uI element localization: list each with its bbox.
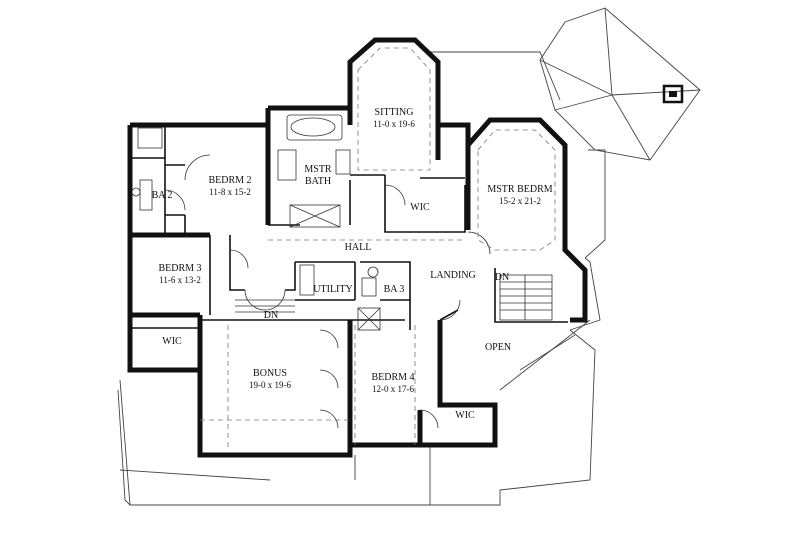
mstr-bedrm-label: MSTR BEDRM	[487, 184, 552, 195]
interior-walls	[130, 125, 466, 370]
hall-label: HALL	[345, 242, 372, 253]
mstr-bath-label-1: MSTR	[304, 164, 332, 175]
landing-label: LANDING	[430, 270, 476, 281]
sitting-label: SITTING	[375, 107, 414, 118]
bonus-label: BONUS	[253, 368, 287, 379]
stair-dn-left-label: DN	[264, 310, 278, 321]
bedrm3-dim: 11-6 x 13-2	[159, 275, 201, 285]
chimney	[662, 84, 684, 104]
wic-bedrm4-label: WIC	[455, 410, 475, 421]
utility-label: UTILITY	[313, 284, 352, 295]
stairs	[235, 274, 553, 321]
bonus-dim: 19-0 x 19-6	[249, 380, 291, 390]
sitting-dim: 11-0 x 19-6	[373, 119, 415, 129]
mstr-bedrm-dim: 15-2 x 21-2	[499, 196, 541, 206]
wic-master-label: WIC	[410, 202, 430, 213]
fixtures	[131, 114, 381, 331]
open-label: OPEN	[485, 342, 511, 353]
bedrm3-label: BEDRM 3	[158, 263, 201, 274]
exterior-walls	[127, 37, 588, 458]
bedrm4-dim: 12-0 x 17-6	[372, 384, 414, 394]
roof-outline	[117, 7, 701, 506]
doors	[164, 154, 491, 429]
ba3-label: BA 3	[384, 284, 405, 295]
ba2-label: BA 2	[152, 190, 173, 201]
mstr-bath-label-2: BATH	[305, 176, 331, 187]
stair-dn-right-label: DN	[495, 272, 509, 283]
bedrm2-label: BEDRM 2	[208, 175, 251, 186]
wic-bedrm3-label: WIC	[162, 336, 182, 347]
bedrm4-label: BEDRM 4	[371, 372, 414, 383]
bedrm2-dim: 11-8 x 15-2	[209, 187, 251, 197]
dashed-lines	[200, 47, 556, 450]
